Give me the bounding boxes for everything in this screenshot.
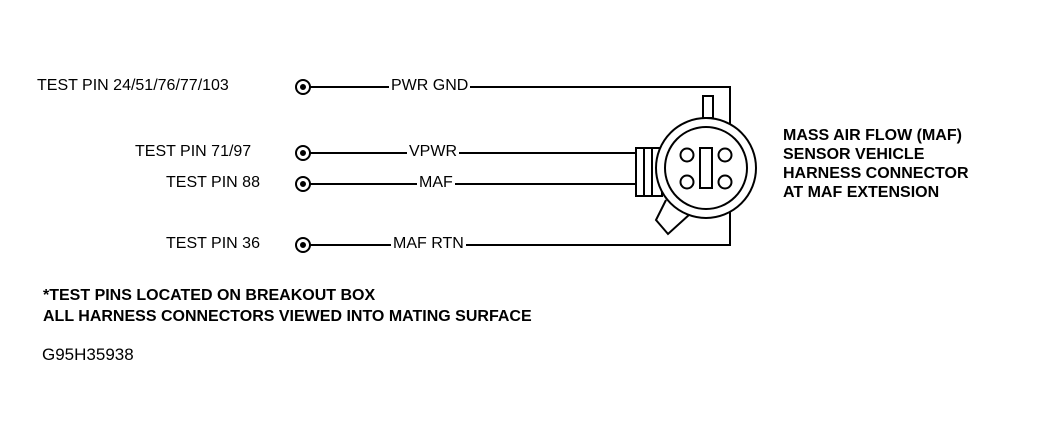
signal-label-maf: MAF [417,174,455,192]
connector-title-line-4: AT MAF EXTENSION [783,184,940,201]
test-pin-label-maf-rtn: TEST PIN 36 [166,235,260,252]
figure-id: G95H35938 [42,345,134,364]
signal-label-maf-rtn: MAF RTN [391,235,466,253]
pin-terminal-vpwr [295,145,311,161]
signal-label-vpwr: VPWR [407,143,459,161]
connector-title-line-1: MASS AIR FLOW (MAF) [783,127,962,144]
connector-title-line-2: SENSOR VEHICLE [783,146,925,163]
maf-connector [635,95,757,236]
pin-terminal-maf-rtn [295,237,311,253]
test-pin-label-pwr-gnd: TEST PIN 24/51/76/77/103 [37,77,229,94]
test-pin-label-vpwr: TEST PIN 71/97 [135,143,252,160]
pin-terminal-pwr-gnd [295,79,311,95]
signal-label-pwr-gnd: PWR GND [389,77,471,95]
connector-title-line-3: HARNESS CONNECTOR [783,165,969,182]
note-mating-surface: ALL HARNESS CONNECTORS VIEWED INTO MATIN… [43,308,532,325]
note-breakout-box: *TEST PINS LOCATED ON BREAKOUT BOX [43,287,376,304]
test-pin-label-maf: TEST PIN 88 [166,174,260,191]
wire-pwr-gnd [310,86,731,140]
pin-terminal-maf [295,176,311,192]
